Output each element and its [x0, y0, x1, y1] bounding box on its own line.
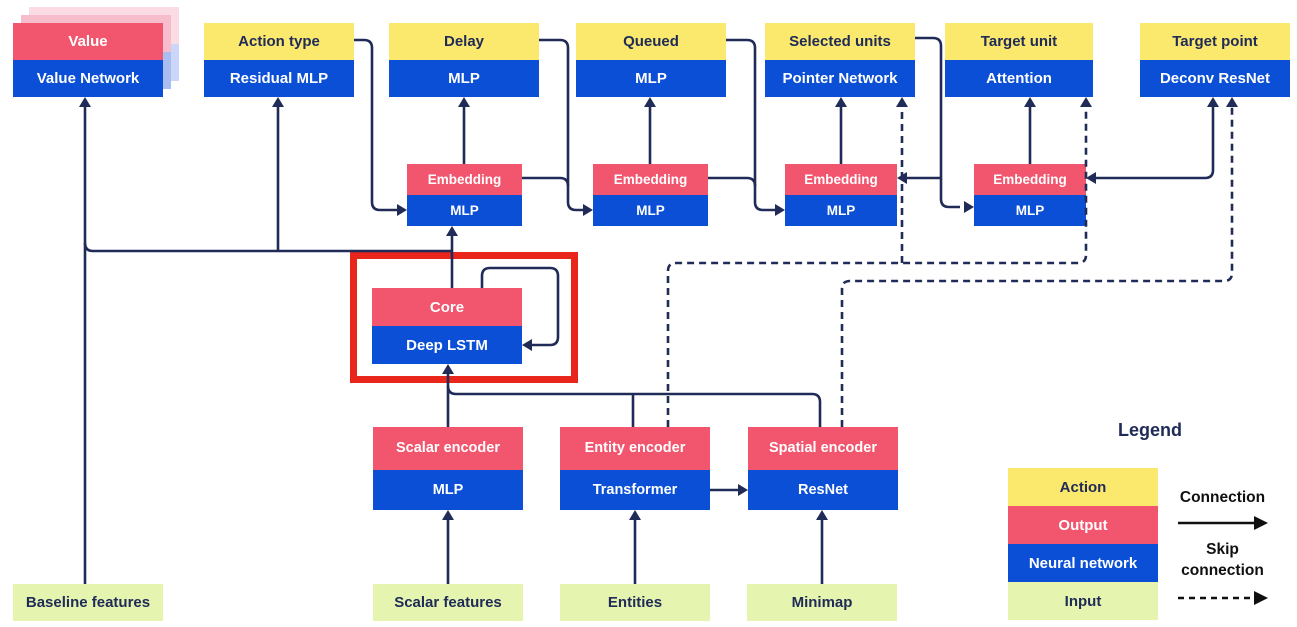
value-output-label: Value — [13, 23, 163, 60]
action-type-label: Action type — [204, 23, 354, 60]
input-minimap: Minimap — [747, 584, 897, 621]
head-target-unit: Target unit Attention — [945, 23, 1093, 97]
head-action-type: Action type Residual MLP — [204, 23, 354, 97]
scalar-encoder-network-label: MLP — [373, 470, 523, 510]
queued-network-label: MLP — [576, 60, 726, 97]
selected-units-network-label: Pointer Network — [765, 60, 915, 97]
embedding-2-network-label: MLP — [593, 195, 708, 226]
target-point-network-label: Deconv ResNet — [1140, 60, 1290, 97]
delay-network-label: MLP — [389, 60, 539, 97]
embedding-4-label: Embedding — [974, 164, 1086, 195]
embedding-1: Embedding MLP — [407, 164, 522, 226]
head-target-point: Target point Deconv ResNet — [1140, 23, 1290, 97]
queued-label: Queued — [576, 23, 726, 60]
action-type-network-label: Residual MLP — [204, 60, 354, 97]
embedding-3: Embedding MLP — [785, 164, 897, 226]
selected-units-label: Selected units — [765, 23, 915, 60]
spatial-encoder: Spatial encoder ResNet — [748, 427, 898, 510]
input-entities: Entities — [560, 584, 710, 621]
delay-label: Delay — [389, 23, 539, 60]
legend-output-swatch: Output — [1008, 506, 1158, 544]
legend-title: Legend — [1117, 420, 1182, 440]
embedding-1-network-label: MLP — [407, 195, 522, 226]
embedding-1-label: Embedding — [407, 164, 522, 195]
input-baseline-features: Baseline features — [13, 584, 163, 621]
legend-swatches: Action Output Neural network Input — [1008, 468, 1158, 620]
legend-neural-network-swatch: Neural network — [1008, 544, 1158, 582]
legend-input-swatch: Input — [1008, 582, 1158, 620]
entity-encoder: Entity encoder Transformer — [560, 427, 710, 510]
embedding-3-network-label: MLP — [785, 195, 897, 226]
value-network-label: Value Network — [13, 60, 163, 97]
red-highlight-box — [350, 252, 578, 383]
spatial-encoder-network-label: ResNet — [748, 470, 898, 510]
spatial-encoder-label: Spatial encoder — [748, 427, 898, 470]
skip-connections — [666, 104, 1234, 427]
target-point-label: Target point — [1140, 23, 1290, 60]
head-value: Value Value Network — [13, 7, 179, 97]
embedding-3-label: Embedding — [785, 164, 897, 195]
entity-encoder-network-label: Transformer — [560, 470, 710, 510]
embedding-2: Embedding MLP — [593, 164, 708, 226]
input-scalar-features: Scalar features — [373, 584, 523, 621]
embedding-4: Embedding MLP — [974, 164, 1086, 226]
head-delay: Delay MLP — [389, 23, 539, 97]
legend-action-swatch: Action — [1008, 468, 1158, 506]
legend-connection-label: Connection — [1179, 489, 1266, 506]
embedding-4-network-label: MLP — [974, 195, 1086, 226]
embedding-2-label: Embedding — [593, 164, 708, 195]
head-queued: Queued MLP — [576, 23, 726, 97]
target-unit-label: Target unit — [945, 23, 1093, 60]
scalar-encoder: Scalar encoder MLP — [373, 427, 523, 510]
entity-encoder-label: Entity encoder — [560, 427, 710, 470]
head-selected-units: Selected units Pointer Network — [765, 23, 915, 97]
target-unit-network-label: Attention — [945, 60, 1093, 97]
scalar-encoder-label: Scalar encoder — [373, 427, 523, 470]
legend-skip-connection-label: Skip connection — [1181, 541, 1264, 579]
